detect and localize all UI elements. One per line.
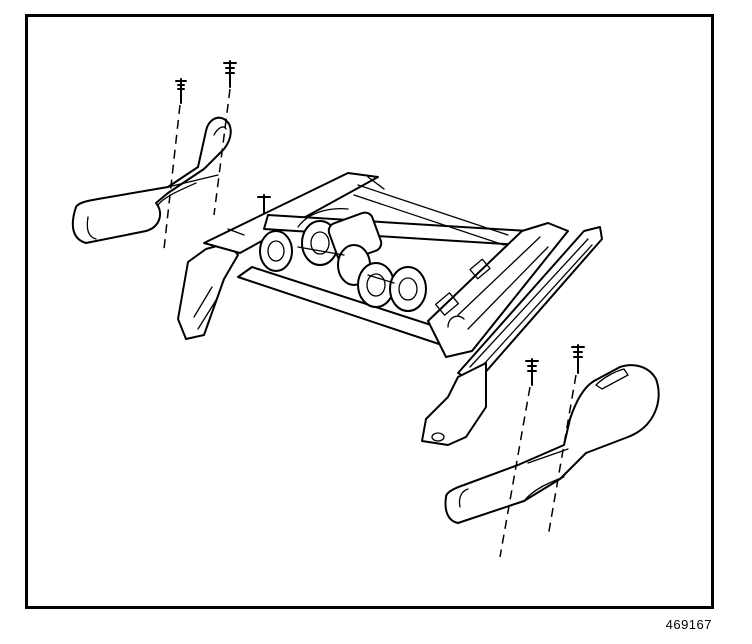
left-screw-1-guide [163,104,181,250]
motor-assembly [259,207,427,312]
diagram-frame [25,14,714,609]
left-screw-2 [223,60,237,88]
right-screw-2-guide [547,374,577,538]
seat-adjuster-frame [177,172,603,446]
left-screw-2-guide [213,88,231,216]
right-side-shield [444,364,660,524]
figure-id-label: 469167 [665,617,712,632]
left-side-shield [71,116,232,244]
right-screw-2 [571,344,585,374]
left-screw-1 [175,78,187,104]
seat-adjuster-diagram [71,60,660,558]
right-screw-1 [525,358,539,386]
right-screw-1-guide [499,386,531,558]
